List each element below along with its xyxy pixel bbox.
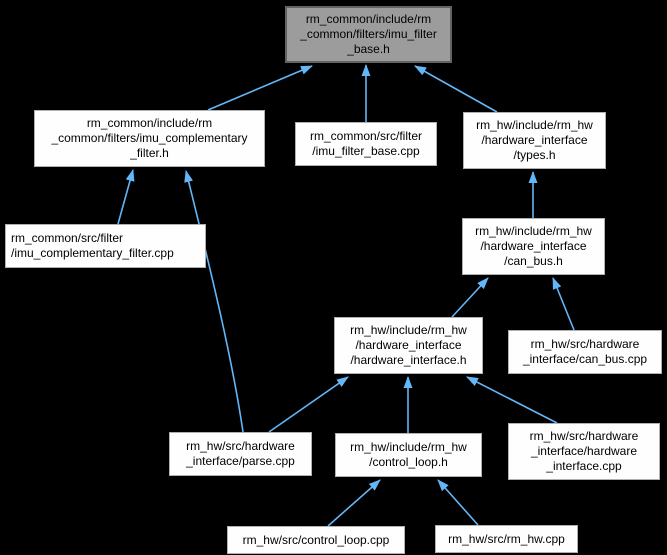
node-hardware_interface_cpp[interactable]: rm_hw/src/hardware_interface/hardware_in… [508,423,660,480]
node-label-line: rm_common/include/rm [305,12,432,26]
node-label-line: rm_hw/src/hardware [529,429,639,443]
edge-types_h-to-imu_filter_base_h [414,65,498,113]
node-imu_complementary_filter_h[interactable]: rm_common/include/rm_common/filters/imu_… [34,110,265,167]
node-label-line: /types.h [513,148,556,162]
node-label-line: /hardware_interface [355,338,462,352]
edge-hardware_interface_h-to-can_bus_h [451,277,489,318]
node-label-line: /control_loop.h [369,455,448,469]
node-label-line: rm_hw/src/rm_hw.cpp [448,531,565,546]
node-label-line: /imu_complementary_filter.cpp [11,246,174,260]
node-label-line: rm_common/src/filter [309,129,422,143]
node-control_loop_cpp[interactable]: rm_hw/src/control_loop.cpp [227,526,405,554]
node-label-line: rm_common/src/filter [11,231,124,245]
node-label-line: /hardware_interface [480,239,587,253]
node-label-line: _base.h [347,42,390,56]
node-label-line: rm_hw/src/hardware [530,337,640,351]
edge-hardware_interface_cpp-to-hardware_interface_h [466,376,558,424]
node-label-line: /hardware_interface [481,133,588,147]
node-label-line: /hardware_interface.h [350,353,467,367]
node-label-line: _filter.h [130,146,169,160]
node-imu_complementary_filter_cpp[interactable]: rm_common/src/filter/imu_complementary_f… [5,224,206,268]
node-types_h[interactable]: rm_hw/include/rm_hw/hardware_interface/t… [463,112,606,169]
node-parse_cpp[interactable]: rm_hw/src/hardware_interface/parse.cpp [169,432,312,476]
edge-imu_complementary_filter_cpp-to-imu_complementary_filter_h [117,169,135,225]
node-label-line: rm_hw/include/rm_hw [475,224,592,238]
node-imu_filter_base_h[interactable]: rm_common/include/rm_common/filters/imu_… [285,6,452,63]
node-label-line: rm_hw/src/hardware [186,439,295,453]
edge-parse_cpp-to-hardware_interface_h [268,376,349,433]
edge-control_loop_cpp-to-control_loop_h [327,479,381,527]
node-label-line: _interface/hardware [530,444,638,458]
node-label-line: /can_bus.h [504,254,563,268]
node-label-line: rm_hw/include/rm_hw [350,323,467,337]
node-label-line: _common/filters/imu_complementary [51,131,248,145]
node-hardware_interface_h[interactable]: rm_hw/include/rm_hw/hardware_interface/h… [334,317,483,374]
node-label-line: rm_hw/include/rm_hw [350,440,467,454]
node-label-line: _interface/parse.cpp [186,454,295,468]
node-control_loop_h[interactable]: rm_hw/include/rm_hw/control_loop.h [335,433,482,477]
edge-imu_complementary_filter_h-to-imu_filter_base_h [207,65,313,111]
node-label-line: _interface.cpp [546,459,622,473]
node-label-line: _common/filters/imu_filter [300,27,437,41]
node-label-line: rm_common/include/rm [86,116,213,130]
node-label-line: /imu_filter_base.cpp [312,144,420,158]
node-rm_hw_cpp[interactable]: rm_hw/src/rm_hw.cpp [435,525,578,553]
node-imu_filter_base_cpp[interactable]: rm_common/src/filter/imu_filter_base.cpp [295,122,437,166]
node-label-line: rm_hw/src/control_loop.cpp [242,532,390,547]
node-label-line: rm_hw/include/rm_hw [476,118,593,132]
edge-can_bus_cpp-to-can_bus_h [552,277,575,331]
node-label-line: _interface/can_bus.cpp [522,352,648,366]
node-can_bus_h[interactable]: rm_hw/include/rm_hw/hardware_interface/c… [462,218,605,275]
edge-parse_cpp-to-imu_complementary_filter_h [184,170,244,433]
edge-rm_hw_cpp-to-control_loop_h [437,479,479,526]
node-can_bus_cpp[interactable]: rm_hw/src/hardware_interface/can_bus.cpp [508,330,662,374]
